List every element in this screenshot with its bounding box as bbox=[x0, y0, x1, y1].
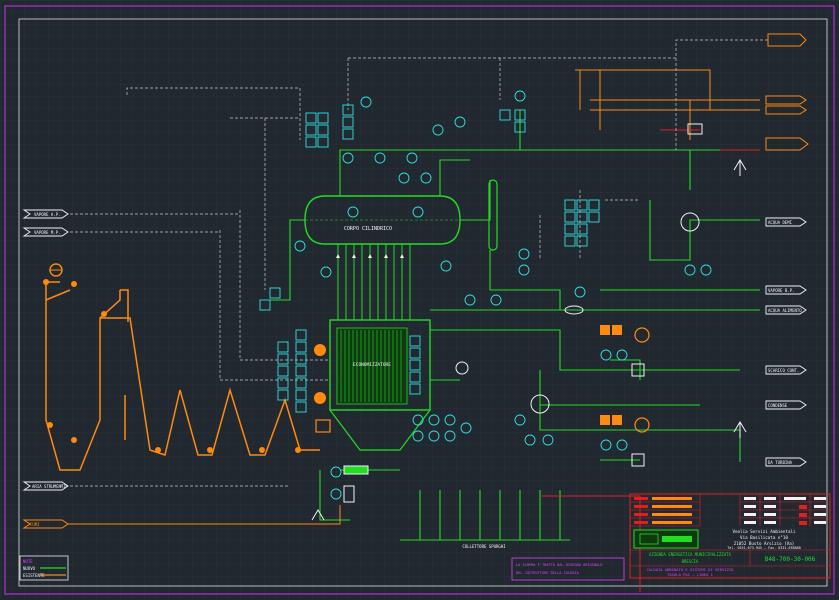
label-acqua-demi: ACQUA DEMI bbox=[768, 220, 793, 225]
collector-label: COLLETTORE SPURGHI bbox=[462, 544, 506, 549]
tb-tel-fax: Tel. 0331.673.945 — Fax. 0331.638888 bbox=[727, 546, 801, 550]
tb-plant: CALDAIA ABBINATA E SISTEMI DI SERVIZIO bbox=[647, 567, 735, 572]
tb-client: AZIENDA ENERGETICA MUNICIPALIZZATA bbox=[649, 552, 731, 557]
sheet-frame-inner bbox=[18, 18, 828, 587]
notes-line-2: DEL COSTRUTTORE DELLA CALDAIA bbox=[516, 571, 580, 575]
sheet-frame-outer bbox=[4, 5, 835, 595]
notes-line-1: LA SCHEMA È TRATTO DAL DISEGNO ORIGINALE bbox=[516, 562, 603, 567]
label-aria-strumenti: ARIA STRUMENTI bbox=[32, 484, 66, 489]
label-vapore-mp: VAPORE M.P. bbox=[34, 230, 61, 235]
tb-company-2: Via Basilicata n°10 bbox=[740, 535, 788, 540]
boiler-detail-marks bbox=[43, 279, 301, 453]
offsheet-connectors-orange-right bbox=[765, 33, 809, 151]
notes-box bbox=[511, 557, 625, 581]
title-block bbox=[629, 493, 831, 579]
steam-drum-label: CORPO CILINDRICO bbox=[344, 226, 392, 232]
tb-company-1: Veolia Servizi Ambientali bbox=[732, 529, 796, 534]
tb-section: TAVOLA P&I — LINEA 1 bbox=[667, 572, 713, 577]
process-piping bbox=[270, 110, 760, 541]
label-scarico-continuo: SCARICO CONT. bbox=[768, 368, 799, 373]
steam-drum bbox=[304, 195, 461, 245]
instrument-balloons bbox=[259, 90, 712, 500]
red-lines bbox=[540, 129, 760, 592]
label-vapore-ap: VAPORE A.P. bbox=[34, 212, 61, 217]
heat-exchangers bbox=[343, 123, 703, 503]
fan-symbol bbox=[49, 263, 63, 277]
label-condense: CONDENSE bbox=[768, 403, 788, 408]
orange-signal-lines bbox=[575, 69, 760, 140]
separator-vessel bbox=[488, 179, 498, 251]
tb-location: BRESCIA bbox=[682, 559, 699, 564]
tb-company-3: 21052 Busto Arsizio (Va) bbox=[734, 541, 795, 546]
signal-lines bbox=[60, 39, 770, 487]
label-da-turbina: DA TURBINA bbox=[768, 460, 793, 465]
tb-drawing-number: B48-700-30-006 bbox=[765, 556, 816, 563]
orange-instruments bbox=[314, 325, 650, 433]
legend-box bbox=[19, 555, 69, 581]
economizer-label: ECONOMIZZATORE bbox=[353, 362, 391, 368]
legend-esistente: ESISTENTE bbox=[23, 573, 45, 578]
legend-nuovo: NUOVO bbox=[23, 566, 36, 571]
offsheet-connectors-right bbox=[765, 217, 807, 467]
offsheet-connectors-left bbox=[22, 209, 69, 491]
offsheet-connector-orange-left bbox=[22, 505, 341, 529]
vent-symbols bbox=[311, 159, 747, 521]
economizer-bank bbox=[329, 319, 431, 451]
label-vapore-bp: VAPORE B.P. bbox=[768, 288, 795, 293]
label-acqua-alimento: ACQUA ALIMENTO bbox=[768, 308, 802, 313]
legend-title: NOTE bbox=[23, 559, 33, 564]
tube-flow-arrows bbox=[336, 254, 404, 258]
label-fumi: FUMI bbox=[30, 522, 40, 527]
